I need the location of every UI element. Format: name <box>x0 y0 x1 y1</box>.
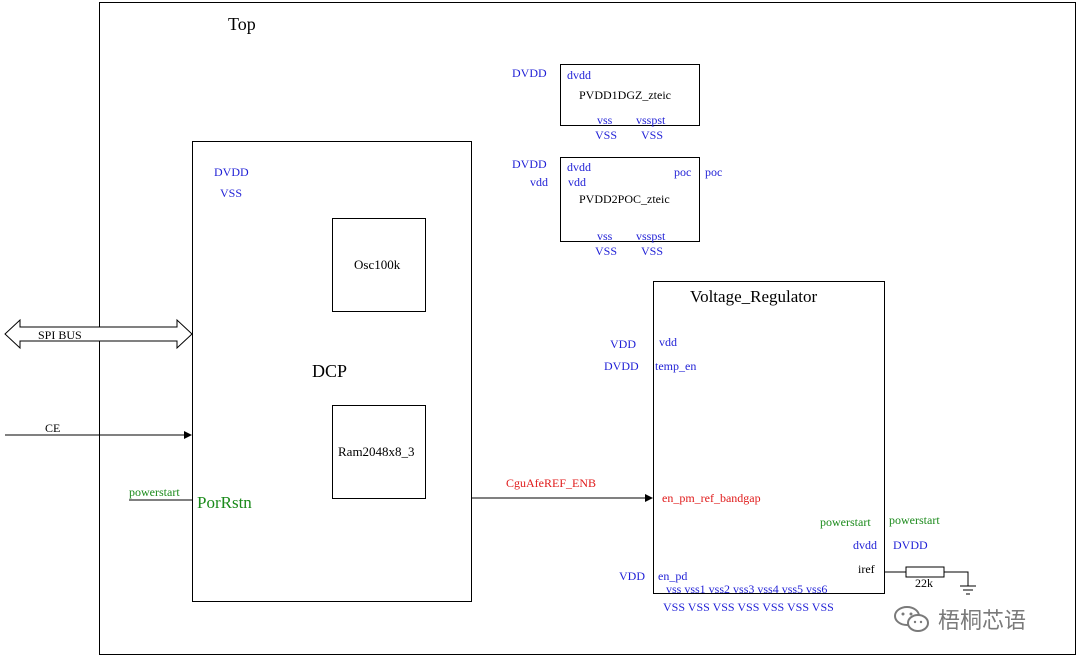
pvdd2-pin-poc: poc <box>674 165 692 179</box>
resistor-label: 22k <box>915 576 933 590</box>
pvdd2-pin-vdd: vdd <box>568 175 586 189</box>
vreg-ext-vss-row: VSS VSS VSS VSS VSS VSS VSS <box>663 600 834 614</box>
ce-arrowhead <box>184 431 192 439</box>
pvdd2-block <box>560 157 700 242</box>
cgu-signal-label: CguAfeREF_ENB <box>506 476 596 490</box>
cgu-arrowhead <box>645 494 653 502</box>
powerstart-label: powerstart <box>129 485 180 499</box>
pvdd1-pin-dvdd: dvdd <box>567 68 591 82</box>
dcp-block <box>192 141 472 602</box>
vreg-title: Voltage_Regulator <box>690 287 818 306</box>
pvdd2-pin-vss: vss <box>597 229 613 243</box>
pvdd2-ext-dvdd: DVDD <box>512 157 547 171</box>
vreg-pin-dvdd: dvdd <box>853 538 877 552</box>
top-title: Top <box>228 14 256 34</box>
pvdd1-pin-vss: vss <box>597 113 613 127</box>
pvdd1-block <box>560 64 700 126</box>
vreg-pin-iref: iref <box>858 562 875 576</box>
pvdd2-ext-vss-2: VSS <box>641 244 664 258</box>
dcp-porrstn: PorRstn <box>197 493 252 512</box>
pvdd2-pin-vsspst: vsspst <box>636 229 666 243</box>
spi-bus-label: SPI BUS <box>38 328 82 342</box>
vreg-pin-vss-row: vss vss1 vss2 vss3 vss4 vss5 vss6 <box>666 582 828 596</box>
vreg-ext-vdd: VDD <box>610 337 636 351</box>
vreg-pin-temp-en: temp_en <box>655 359 697 373</box>
wechat-icon <box>894 606 929 632</box>
pvdd2-pin-dvdd: dvdd <box>567 160 591 174</box>
pvdd1-ext-vss-2: VSS <box>641 128 664 142</box>
ram-block <box>332 405 426 499</box>
pvdd2-name: PVDD2POC_zteic <box>579 192 670 206</box>
osc-label: Osc100k <box>354 257 401 272</box>
vreg-pin-vdd: vdd <box>659 335 677 349</box>
vreg-ext-dvdd: DVDD <box>604 359 639 373</box>
vreg-pin-en-pm: en_pm_ref_bandgap <box>662 491 761 505</box>
pvdd1-ext-vss-1: VSS <box>595 128 618 142</box>
dcp-pin-dvdd: DVDD <box>214 165 249 179</box>
vreg-ext-powerstart: powerstart <box>889 513 940 527</box>
dcp-pin-vss: VSS <box>220 186 243 200</box>
watermark-text: 梧桐芯语 <box>938 609 1027 634</box>
ground-wire <box>944 571 969 586</box>
ce-label: CE <box>45 421 61 435</box>
dcp-title: DCP <box>312 361 348 381</box>
pvdd2-ext-vdd: vdd <box>530 175 548 189</box>
vreg-pin-en-pd: en_pd <box>658 569 688 583</box>
pvdd1-name: PVDD1DGZ_zteic <box>579 88 671 102</box>
vreg-ext-dvdd-2: DVDD <box>893 538 928 552</box>
ram-label: Ram2048x8_3 <box>338 444 415 459</box>
vreg-block <box>653 281 885 594</box>
vreg-pin-powerstart: powerstart <box>820 515 871 529</box>
vreg-ext-vdd-2: VDD <box>619 569 645 583</box>
pvdd1-pin-vsspst: vsspst <box>636 113 666 127</box>
osc-block <box>332 218 426 312</box>
pvdd2-ext-poc: poc <box>705 165 723 179</box>
watermark: 梧桐芯语 <box>892 603 1026 635</box>
pvdd1-ext-dvdd: DVDD <box>512 66 547 80</box>
pvdd2-ext-vss-1: VSS <box>595 244 618 258</box>
spi-bus-arrow <box>4 318 193 350</box>
